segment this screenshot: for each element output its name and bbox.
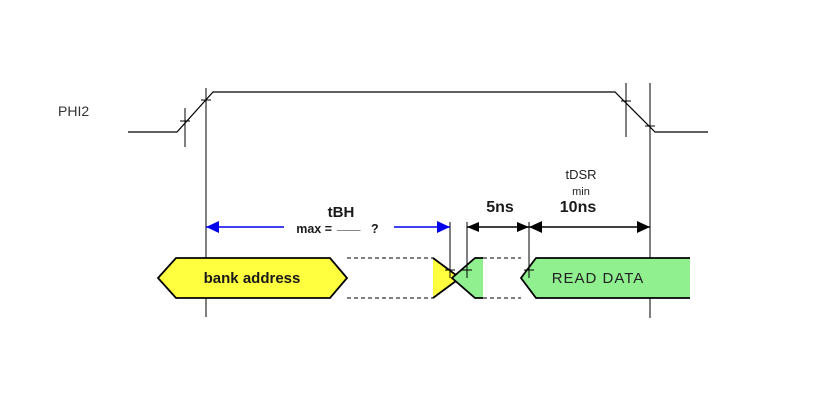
t10-arrowhead-right (637, 221, 650, 233)
tbh-max-prefix-label: max = (296, 222, 332, 236)
tdsr-label: tDSR (565, 167, 596, 182)
t5-arrowhead-left (467, 222, 479, 232)
bank-address-bus-label: bank address (204, 270, 301, 287)
tbh-max-question-mark: ? (371, 222, 379, 236)
tbh-arrowhead-left (206, 221, 219, 233)
t10-arrowhead-left (529, 221, 542, 233)
phi2-waveform (128, 91, 708, 133)
tbh-label: tBH (328, 204, 355, 221)
t10-value-label: 10ns (560, 199, 597, 216)
tbh-max-blank: ___ (336, 216, 361, 232)
t5-arrowhead-right (517, 222, 529, 232)
tdsr-min-label: min (572, 186, 590, 198)
bank-address-bus-shape (156, 257, 349, 299)
phi2-signal-label: PHI2 (58, 103, 89, 119)
tbh-arrowhead-right (437, 221, 450, 233)
read-data-bus-shape (519, 257, 690, 299)
t5-value-label: 5ns (486, 199, 514, 216)
read-data-bus-label: READ DATA (552, 270, 645, 287)
